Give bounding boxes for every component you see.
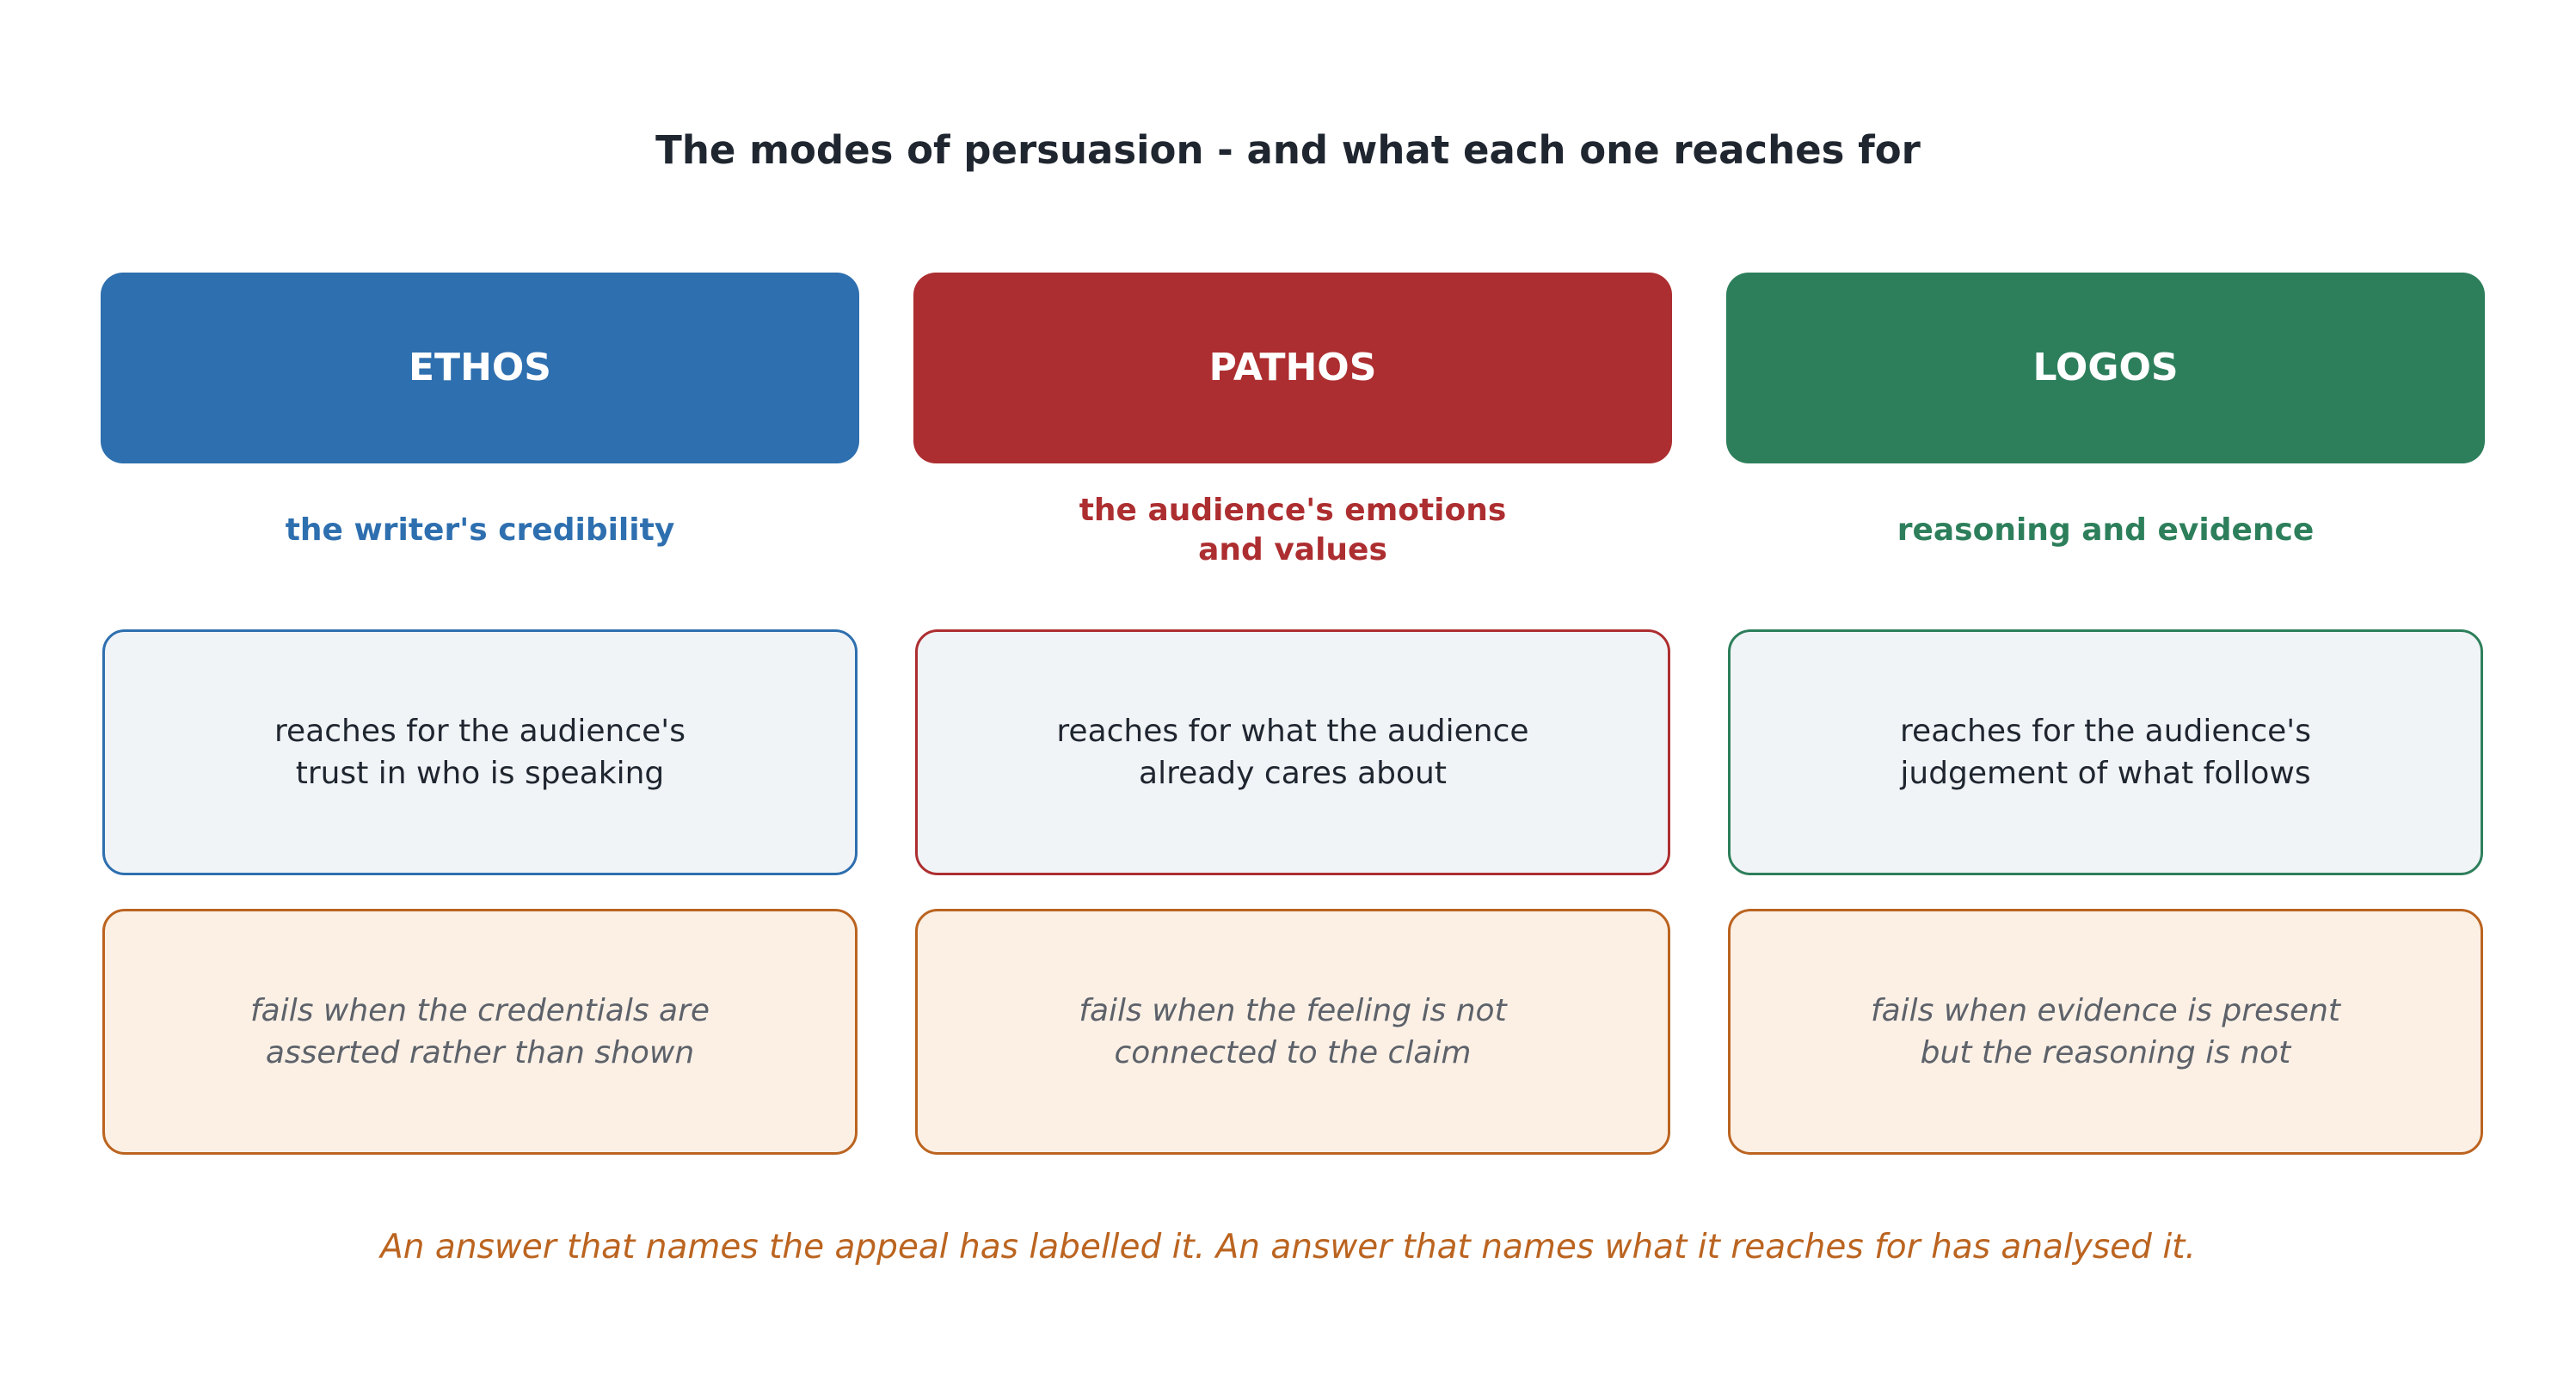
logos-label: LOGOS <box>2032 345 2179 389</box>
ethos-fails-when-card: fails when the credentials are asserted … <box>102 909 858 1155</box>
pathos-appeals-to: the audience's emotions and values <box>1079 493 1507 567</box>
pathos-header: PATHOS <box>913 273 1672 463</box>
footer-note: An answer that names the appeal has labe… <box>380 1228 2196 1266</box>
logos-header: LOGOS <box>1726 273 2485 463</box>
logos-fails-when-card: fails when evidence is present but the r… <box>1728 909 2483 1155</box>
pathos-fails-when-card: fails when the feeling is not connected … <box>915 909 1670 1155</box>
logos-reaches-for-card: reaches for the audience's judgement of … <box>1728 629 2483 875</box>
pathos-reaches-for-card: reaches for what the audience already ca… <box>915 629 1670 875</box>
ethos-label: ETHOS <box>409 345 551 389</box>
ethos-reaches-for-card: reaches for the audience's trust in who … <box>102 629 858 875</box>
pathos-label: PATHOS <box>1208 345 1377 389</box>
diagram-title: The modes of persuasion - and what each … <box>655 127 1921 173</box>
ethos-header: ETHOS <box>101 273 859 463</box>
logos-appeals-to: reasoning and evidence <box>1897 512 2315 548</box>
ethos-appeals-to: the writer's credibility <box>285 512 675 548</box>
